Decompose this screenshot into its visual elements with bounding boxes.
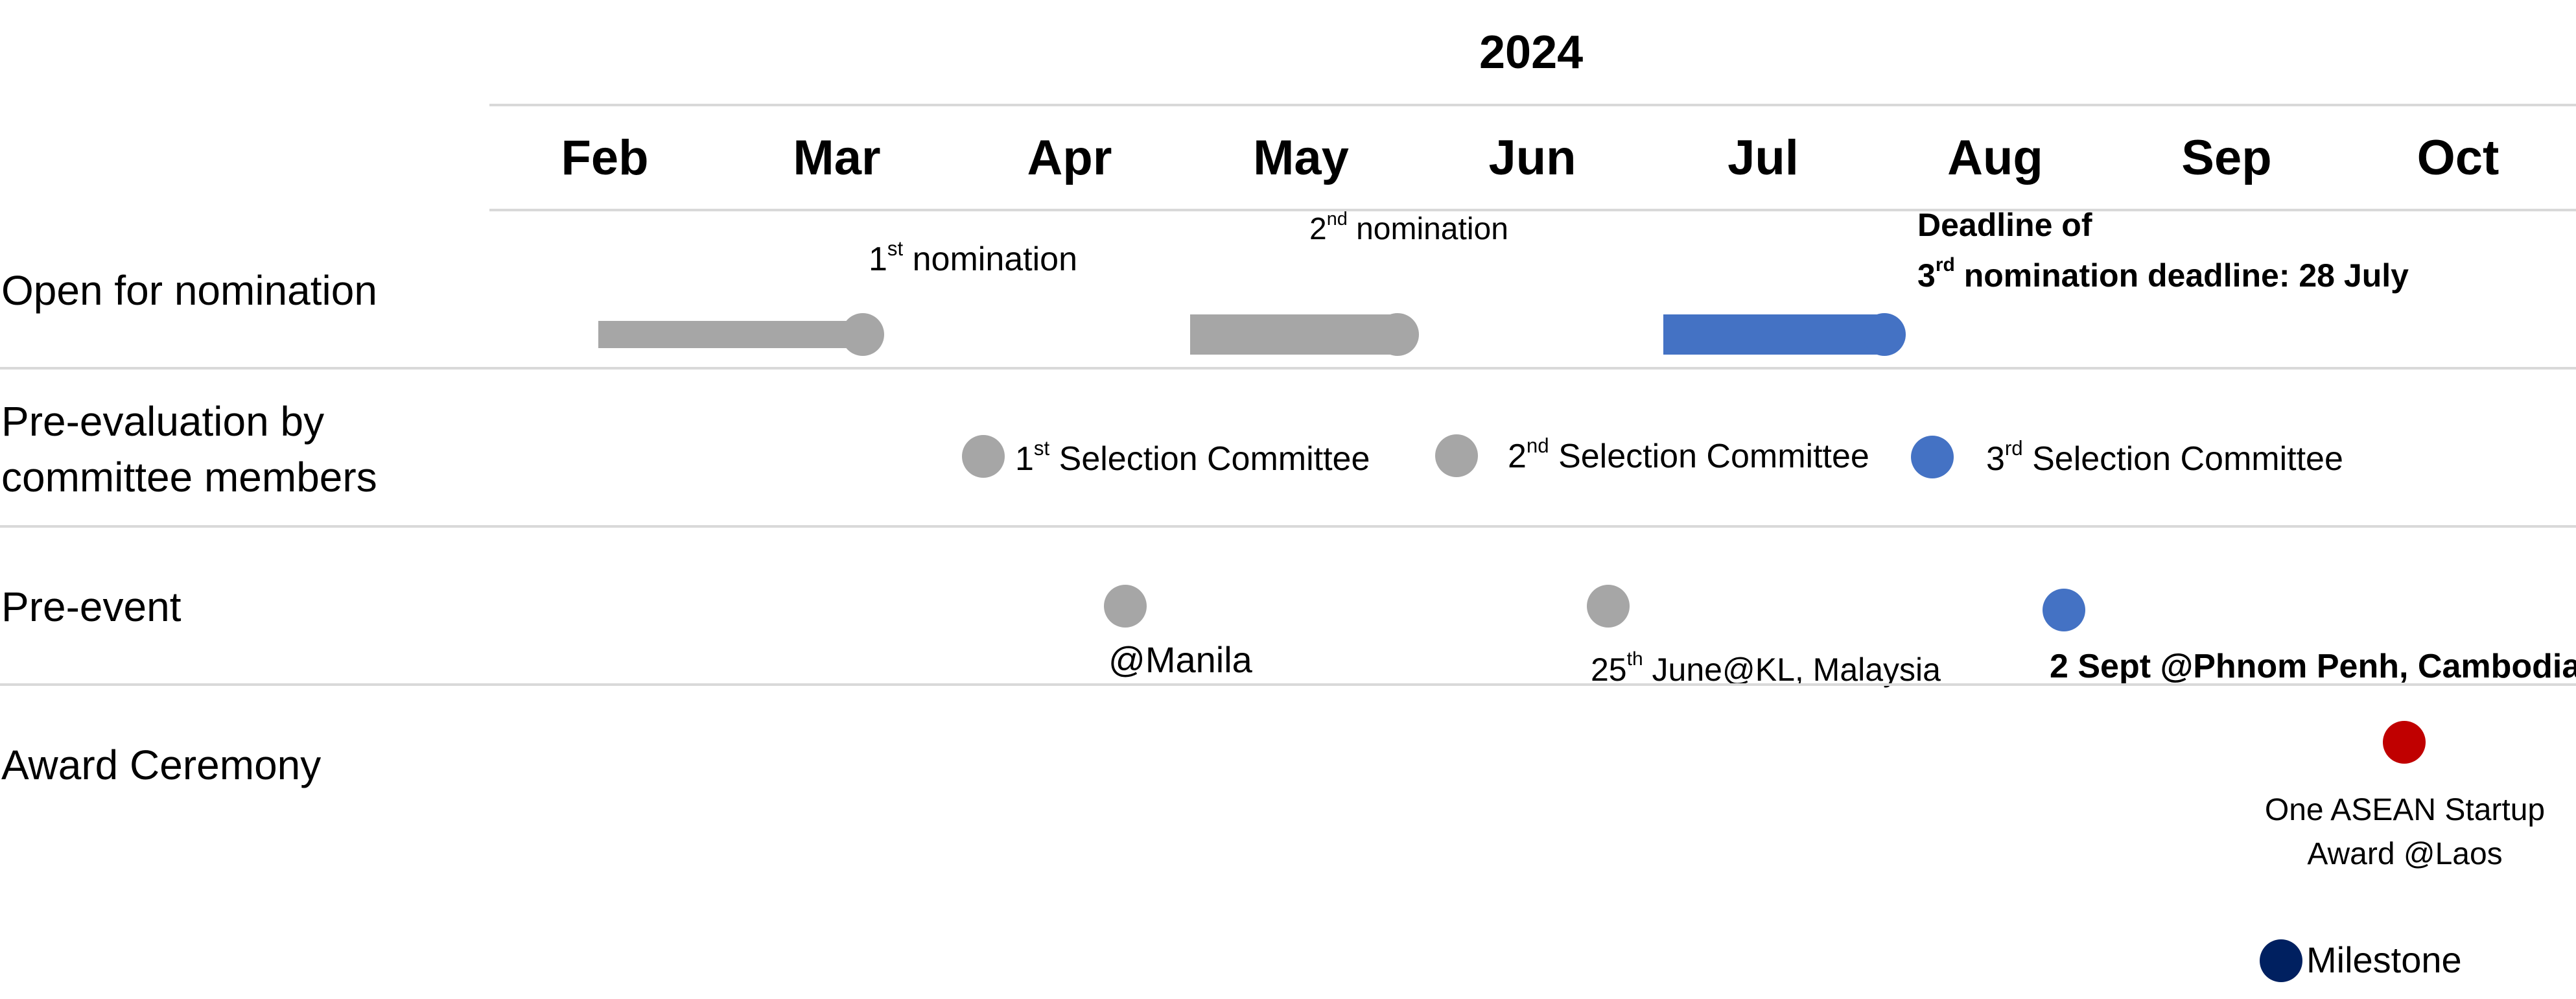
row-divider-3 bbox=[0, 683, 2576, 686]
deadline-label-line2: 3rd nomination deadline: 28 July bbox=[1917, 254, 2409, 294]
first-nomination-end-marker bbox=[841, 313, 884, 356]
second-nomination-bar bbox=[1190, 314, 1398, 355]
month-jun: Jun bbox=[1488, 130, 1576, 185]
month-mar: Mar bbox=[793, 130, 881, 185]
manila-event-marker bbox=[1104, 585, 1147, 628]
month-sep: Sep bbox=[2181, 130, 2272, 185]
first-committee-label: 1st Selection Committee bbox=[1015, 437, 1370, 478]
third-committee-label: 3rd Selection Committee bbox=[1986, 437, 2343, 478]
second-nomination-label: 2nd nomination bbox=[1309, 209, 1508, 246]
first-committee-marker bbox=[962, 435, 1005, 478]
phnom-penh-event-label: 2 Sept @Phnom Penh, Cambodia bbox=[2050, 648, 2576, 685]
row-label-preevent: Pre-event bbox=[1, 583, 181, 630]
second-nomination-end-marker bbox=[1376, 313, 1419, 356]
second-committee-label: 2nd Selection Committee bbox=[1508, 434, 1869, 475]
month-feb: Feb bbox=[561, 130, 649, 185]
year-title: 2024 bbox=[1479, 27, 1584, 78]
phnom-penh-event-marker bbox=[2043, 589, 2085, 631]
month-apr: Apr bbox=[1027, 130, 1112, 185]
third-committee-marker bbox=[1911, 436, 1954, 478]
row-label-preeval-line1: Pre-evaluation by bbox=[1, 398, 325, 445]
third-nomination-bar bbox=[1663, 314, 1884, 355]
month-oct: Oct bbox=[2417, 130, 2500, 185]
milestone-legend-marker bbox=[2260, 939, 2302, 982]
month-divider bbox=[489, 209, 2576, 211]
month-aug: Aug bbox=[1947, 130, 2043, 185]
milestone-legend-label: Milestone bbox=[2306, 939, 2462, 980]
row-label-nomination: Open for nomination bbox=[1, 267, 377, 314]
row-label-preeval-line2: committee members bbox=[1, 454, 377, 500]
row-divider-2 bbox=[0, 525, 2576, 528]
month-may: May bbox=[1253, 130, 1349, 185]
manila-event-label: @Manila bbox=[1108, 639, 1252, 680]
deadline-label-line1: Deadline of bbox=[1917, 207, 2092, 243]
kl-event-label: 25th June@KL, Malaysia bbox=[1591, 648, 1941, 688]
kl-event-marker bbox=[1587, 585, 1630, 628]
month-jul: Jul bbox=[1727, 130, 1799, 185]
third-nomination-end-marker bbox=[1863, 313, 1906, 356]
row-divider-1 bbox=[0, 367, 2576, 370]
second-committee-marker bbox=[1435, 434, 1478, 477]
row-label-ceremony: Award Ceremony bbox=[1, 742, 322, 788]
first-nomination-label: 1st nomination bbox=[869, 237, 1078, 278]
award-ceremony-label-line2: Award @Laos bbox=[2307, 837, 2503, 871]
award-ceremony-label-line1: One ASEAN Startup bbox=[2264, 793, 2546, 827]
year-divider bbox=[489, 104, 2576, 106]
award-ceremony-marker bbox=[2383, 721, 2426, 764]
first-nomination-bar bbox=[598, 321, 865, 348]
